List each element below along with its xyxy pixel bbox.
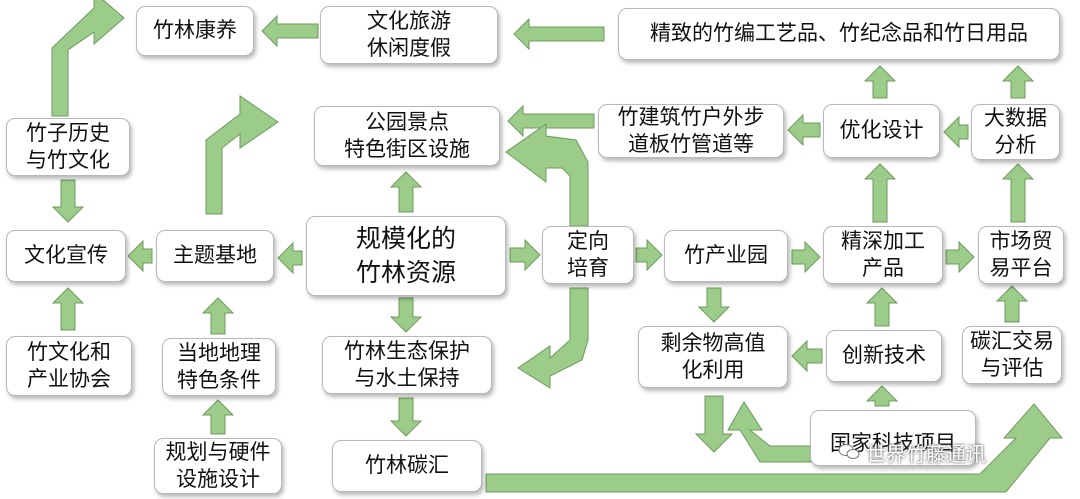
node-local-conditions: 当地地理 特色条件 — [162, 338, 276, 396]
watermark-text: 世界竹藤通讯 — [866, 441, 986, 466]
arrow-history-to-promotion — [51, 179, 85, 223]
arrow-tourism-to-wellness — [261, 14, 319, 48]
arrow-crafts-to-tourism — [513, 17, 605, 51]
arrow-tech-to-residue — [791, 339, 823, 373]
node-bamboo-history: 竹子历史 与竹文化 — [6, 118, 130, 176]
arrow-park-to-residue — [697, 287, 731, 323]
arrow-carbon-to-market — [995, 285, 1029, 323]
arrow-design-to-crafts — [863, 65, 897, 99]
arrow-cultivation-to-parks — [505, 123, 589, 227]
arrow-resources-to-theme — [277, 241, 303, 275]
arrow-sink-to-carbon-trading — [485, 403, 1064, 493]
node-culture-tourism: 文化旅游 休闲度假 — [320, 6, 498, 64]
node-culture-promotion: 文化宣传 — [6, 230, 126, 282]
arrow-park-to-processing — [791, 240, 821, 274]
node-eco-protection: 竹林生态保护 与水土保持 — [322, 336, 492, 394]
arrow-design-to-building — [787, 113, 821, 147]
arrow-conditions-to-theme — [201, 297, 235, 335]
node-residue-utilization: 剩余物高值 化利用 — [638, 326, 788, 388]
node-innovation-tech: 创新技术 — [826, 330, 942, 382]
arrow-tech-to-processing — [865, 287, 899, 327]
arrow-cultivation-to-eco — [517, 287, 589, 389]
arrow-building-to-parks — [507, 104, 595, 138]
arrow-projects-to-residue — [727, 401, 813, 463]
arrow-eco-to-sink — [389, 397, 423, 437]
arrow-market-to-bigdata — [1001, 163, 1035, 223]
node-bamboo-resources: 规模化的 竹林资源 — [306, 216, 506, 296]
arrow-cultivation-to-park — [635, 238, 663, 272]
arrow-theme-to-promotion — [127, 239, 153, 273]
arrow-processing-to-design — [863, 163, 897, 223]
node-culture-association: 竹文化和 产业协会 — [6, 336, 132, 396]
node-bamboo-carbon-sink: 竹林碳汇 — [332, 440, 482, 492]
arrow-association-to-promotion — [51, 287, 85, 331]
arrow-resources-to-eco — [389, 297, 423, 333]
node-directed-cultivation: 定向 培育 — [542, 226, 634, 284]
wechat-icon — [838, 444, 860, 459]
arrow-history-to-wellness — [51, 0, 125, 117]
node-bamboo-wellness: 竹林康养 — [136, 6, 254, 56]
node-market-trade: 市场贸 易平台 — [978, 226, 1064, 284]
node-big-data: 大数据 分析 — [971, 104, 1060, 160]
arrow-resources-to-cultivation — [509, 238, 541, 272]
arrow-projects-to-tech — [865, 385, 899, 407]
arrow-residue-down — [694, 395, 734, 453]
node-parks-attractions: 公园景点 特色街区设施 — [314, 106, 500, 166]
node-bamboo-building: 竹建筑竹户外步 道板竹管道等 — [598, 104, 784, 158]
node-theme-base: 主题基地 — [156, 230, 274, 282]
node-carbon-trading: 碳汇交易 与评估 — [962, 326, 1062, 384]
arrow-processing-to-market — [945, 240, 975, 274]
arrow-theme-to-parks — [205, 95, 279, 215]
node-deep-processing: 精深加工 产品 — [823, 226, 943, 284]
node-optimized-design: 优化设计 — [823, 104, 940, 158]
watermark: 世界竹藤通讯 — [838, 437, 986, 467]
arrow-bigdata-to-crafts — [1001, 65, 1035, 99]
node-national-projects: 国家科技项目 — [810, 410, 976, 466]
node-crafts-products: 精致的竹编工艺品、竹纪念品和竹日用品 — [618, 8, 1060, 60]
arrow-planning-to-conditions — [201, 399, 235, 435]
arrow-bigdata-to-design — [943, 115, 969, 149]
arrow-resources-to-parks — [389, 171, 423, 213]
node-bamboo-industrial-park: 竹产业园 — [664, 230, 788, 282]
node-planning-design: 规划与硬件 设施设计 — [154, 438, 282, 494]
